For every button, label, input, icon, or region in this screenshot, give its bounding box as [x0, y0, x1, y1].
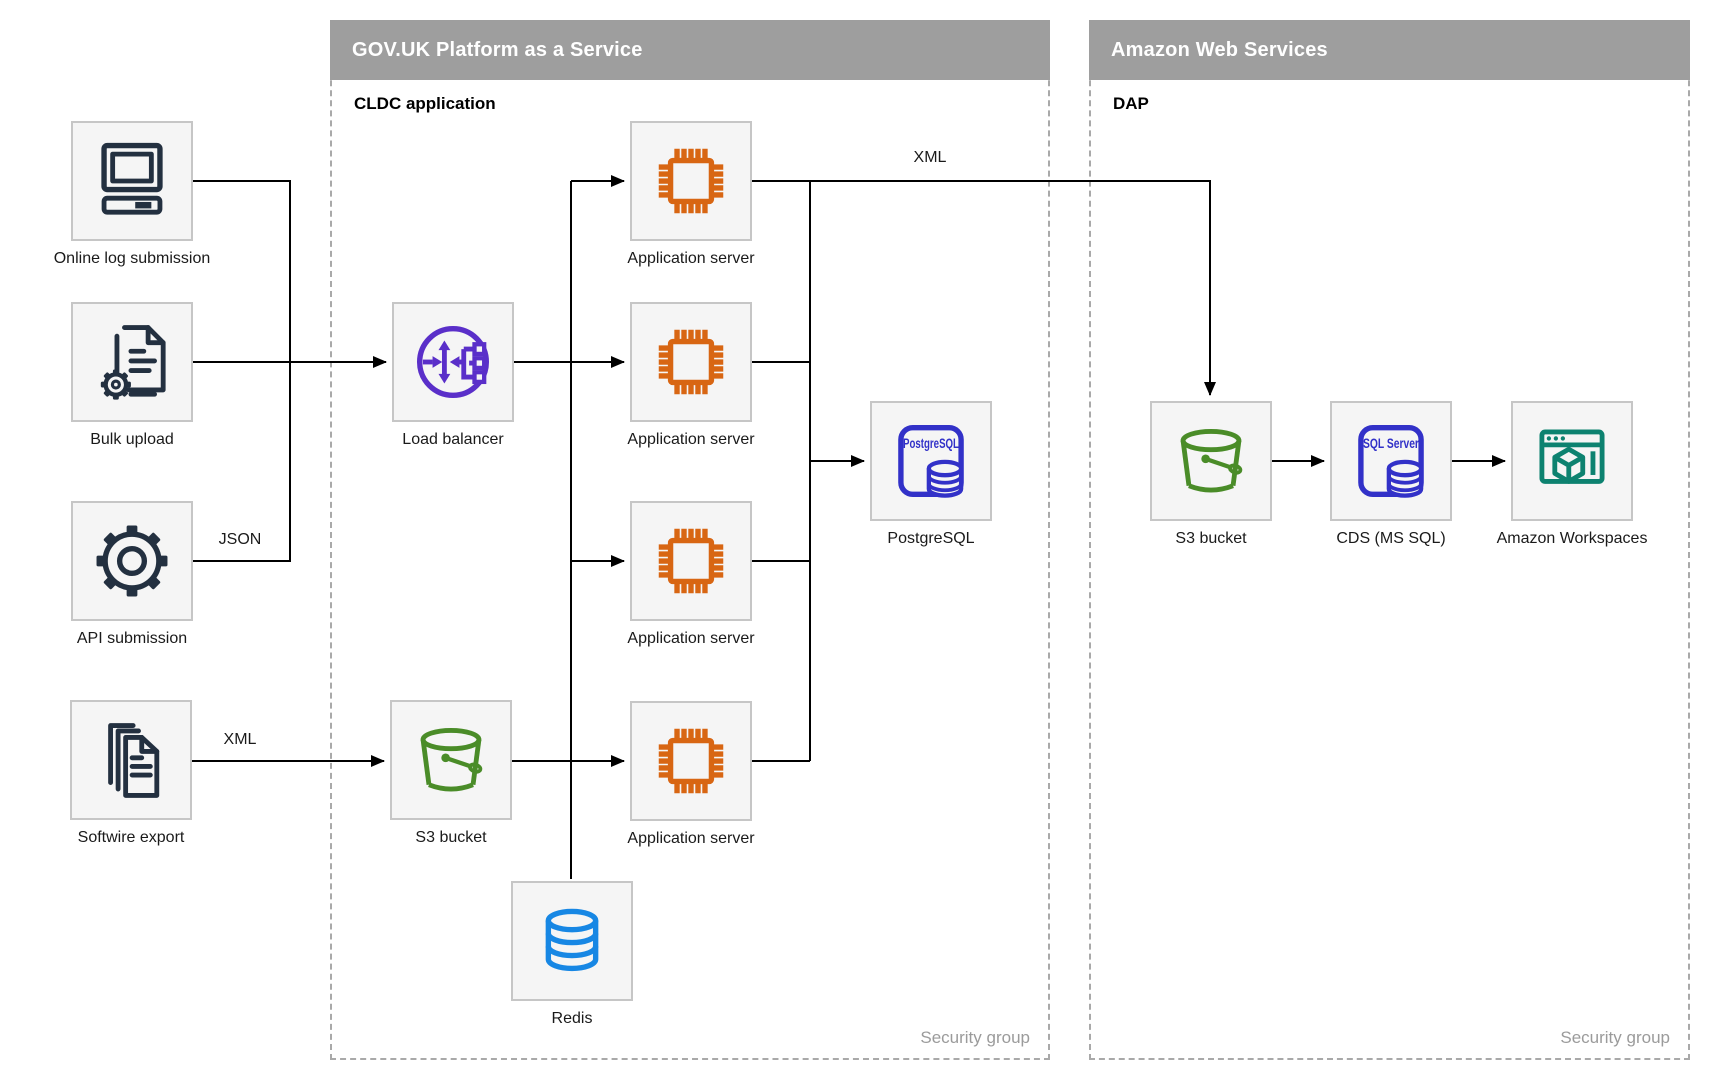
node-application-server-1 [630, 121, 752, 241]
container-sublabel: DAP [1113, 94, 1149, 113]
edge-label-xml-1: XML [223, 731, 257, 748]
node-label-s3-bucket-aws: S3 bucket [1175, 530, 1247, 547]
rds-icon: PostgreSQL [898, 424, 964, 498]
chip-icon [658, 728, 724, 794]
node-softwire-export [70, 700, 192, 820]
edge-online-log-and-api-junction [192, 180, 291, 562]
container-header: GOV.UK Platform as a Service [330, 20, 1050, 80]
container-header: Amazon Web Services [1089, 20, 1690, 80]
chip-icon [658, 148, 724, 214]
node-application-server-2 [630, 302, 752, 422]
node-application-server-4 [630, 701, 752, 821]
documents-icon [108, 723, 160, 798]
node-label-online-log-submission: Online log submission [53, 250, 211, 267]
security-group-label: Security group [920, 1028, 1030, 1047]
node-load-balancer [392, 302, 514, 422]
node-s3-bucket-aws [1150, 401, 1272, 521]
node-label-s3-bucket-paas: S3 bucket [415, 829, 487, 846]
document-gear-icon [100, 325, 166, 400]
container-title: Amazon Web Services [1111, 39, 1328, 61]
node-application-server-3 [630, 501, 752, 621]
node-label-softwire-export: Softwire export [77, 829, 185, 846]
database-icon [545, 908, 599, 972]
security-group-label: Security group [1560, 1028, 1670, 1047]
node-label-application-server-4: Application server [627, 830, 755, 847]
svg-text:PostgreSQL: PostgreSQL [903, 436, 959, 451]
edge-label-xml-2: XML [913, 149, 947, 166]
container-sublabel: CLDC application [354, 94, 496, 113]
chip-icon [658, 528, 724, 594]
bucket-icon [420, 728, 483, 792]
node-label-cds-ms-sql: CDS (MS SQL) [1336, 530, 1446, 547]
node-label-redis: Redis [551, 1010, 593, 1027]
node-bulk-upload [71, 302, 193, 422]
container-aws: Amazon Web Services DAP Security group [1089, 20, 1690, 1060]
node-label-postgresql: PostgreSQL [887, 530, 975, 547]
chip-icon [658, 329, 724, 395]
workspaces-icon [1539, 429, 1605, 484]
node-s3-bucket-paas [390, 700, 512, 820]
load-balancer-icon [416, 325, 490, 399]
node-api-submission [71, 501, 193, 621]
node-label-application-server-3: Application server [627, 630, 755, 647]
node-postgresql: PostgreSQL [870, 401, 992, 521]
edge-label-json-0: JSON [218, 531, 262, 548]
gear-icon [96, 525, 168, 597]
node-label-api-submission: API submission [76, 630, 188, 647]
node-redis [511, 881, 633, 1001]
node-label-load-balancer: Load balancer [402, 431, 504, 448]
node-label-bulk-upload: Bulk upload [90, 431, 174, 448]
node-label-application-server-1: Application server [627, 250, 755, 267]
container-govuk-paas: GOV.UK Platform as a Service CLDC applic… [330, 20, 1050, 1060]
computer-icon [101, 142, 163, 215]
node-cds-ms-sql: SQL Server [1330, 401, 1452, 521]
bucket-icon [1180, 429, 1243, 493]
node-amazon-workspaces [1511, 401, 1633, 521]
container-title: GOV.UK Platform as a Service [352, 39, 643, 61]
node-label-application-server-2: Application server [627, 431, 755, 448]
node-online-log-submission [71, 121, 193, 241]
node-label-amazon-workspaces: Amazon Workspaces [1496, 530, 1648, 547]
svg-text:SQL Server: SQL Server [1363, 436, 1419, 451]
rds-icon: SQL Server [1358, 424, 1424, 498]
